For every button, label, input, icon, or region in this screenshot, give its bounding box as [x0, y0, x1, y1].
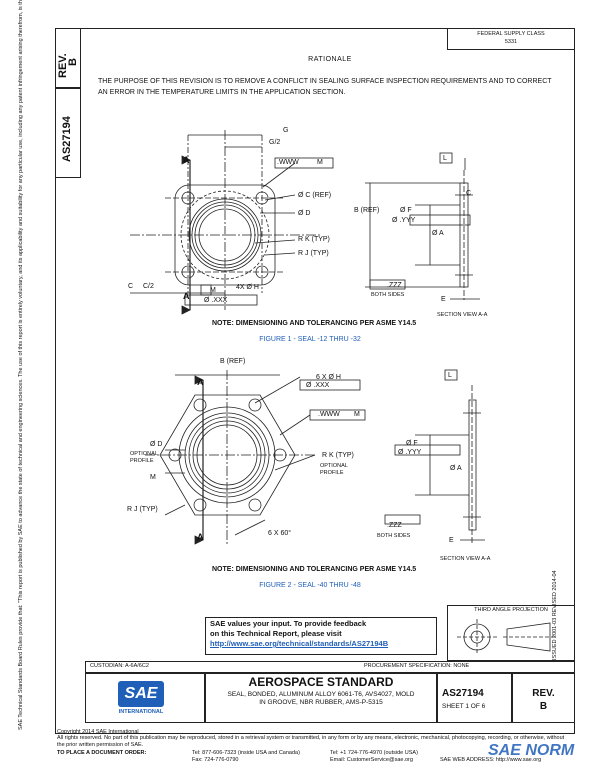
doc-number-box: [55, 88, 81, 178]
fig2-label-rj: R J (TYP): [127, 506, 158, 513]
fig2-label-m-left: M: [150, 474, 156, 481]
side-legal-text: SAE Technical Standards Board Rules prov…: [18, 0, 24, 730]
title-cell: [205, 673, 437, 723]
fig2-label-both-sides: BOTH SIDES: [377, 533, 411, 539]
feedback-box: [205, 617, 437, 655]
standard-title: AEROSPACE STANDARD: [248, 675, 394, 689]
fig2-label-a-bottom: A: [197, 532, 204, 542]
fig1-label-c2: C/2: [143, 283, 154, 290]
sae-logo-cell: [85, 673, 205, 723]
rationale-text: THE PURPOSE OF THIS REVISION IS TO REMOV…: [98, 78, 552, 96]
fig1-note: NOTE: DIMENSIONING AND TOLERANCING PER A…: [212, 320, 417, 327]
figure2-drawing: [145, 369, 485, 545]
fig2-label-deg: 6 X 60°: [268, 530, 292, 537]
projection-symbol-icon: [457, 619, 555, 655]
doc-number-vertical: AS27194: [61, 116, 73, 162]
rev-box: [55, 28, 81, 88]
fig2-label-optional-right: OPTIONAL PROFILE: [320, 463, 348, 476]
copyright: Copyright 2014 SAE International: [57, 729, 139, 735]
email: Email: CustomerService@sae.org: [330, 757, 413, 763]
fig2-label-f: Ø F: [406, 440, 418, 447]
fig2-label-wwl: .WWW: [318, 411, 340, 418]
fig2-label-zzz: .ZZZ: [387, 522, 402, 529]
fig1-label-c-ref: Ø C (REF): [298, 192, 332, 199]
fig1-caption: FIGURE 1 - SEAL -12 THRU -32: [259, 336, 361, 343]
web: SAE WEB ADDRESS: http://www.sae.org: [440, 757, 542, 763]
fig1-label-l: L: [443, 155, 447, 162]
fig2-section-label: SECTION VIEW A-A: [440, 556, 491, 562]
fig2-label-h6: 6 X Ø H: [316, 374, 341, 381]
fig2-label-ea: Ø A: [450, 465, 462, 472]
fig1-label-rj: R J (TYP): [298, 250, 329, 257]
federal-supply-code: 5331: [504, 39, 518, 45]
fig1-label-h4: 4X Ø H: [236, 284, 259, 291]
projection-label: THIRD ANGLE PROJECTION: [474, 607, 548, 613]
doc-number-cell: [437, 673, 512, 723]
rights: All rights reserved. No part of this pub…: [57, 735, 565, 748]
sae-logo: SAE: [118, 681, 164, 707]
figure1-drawing: [130, 130, 480, 315]
fig2-label-optional-left: OPTIONAL PROFILE: [130, 451, 158, 464]
fig1-label-both-sides: BOTH SIDES: [371, 292, 405, 298]
tel: Tel: 877-606-7323 (inside USA and Canada…: [192, 750, 300, 756]
federal-supply-box: [447, 28, 575, 50]
tel2: Tel: +1 724-776-4970 (outside USA): [330, 750, 418, 756]
drawing-frame: [55, 28, 575, 734]
fig1-label-a-top: A: [183, 155, 190, 165]
fax: Fax: 724-776-0790: [192, 757, 239, 763]
custodian: CUSTODIAN: A-6A/6C2: [90, 663, 149, 669]
fig1-label-c: C: [128, 283, 134, 290]
sae-intl: INTERNATIONAL: [118, 709, 164, 715]
fig2-label-rk: R K (TYP): [322, 452, 354, 459]
fig1-label-ea: Ø A: [432, 230, 444, 237]
rationale-title: RATIONALE: [308, 56, 352, 63]
footer-doc-number: AS27194: [442, 688, 484, 699]
fig1-label-f: Ø F: [400, 207, 412, 214]
fig2-label-tol-h: Ø .XXX: [306, 382, 330, 389]
federal-supply-label: FEDERAL SUPPLY CLASS: [477, 31, 545, 37]
custodian-row: [85, 661, 575, 673]
fig2-caption: FIGURE 2 - SEAL -40 THRU -48: [259, 582, 361, 589]
watermark: SAE NORM: [488, 742, 575, 759]
fig2-label-l: L: [448, 372, 452, 379]
fig2-label-tol-f: Ø .YYY: [398, 449, 422, 456]
order-label: TO PLACE A DOCUMENT ORDER:: [57, 750, 147, 756]
fig2-label-m: M: [354, 411, 360, 418]
fig1-label-rk: R K (TYP): [298, 236, 330, 243]
fig1-label-tol-h: Ø .XXX: [204, 297, 228, 304]
fig2-note: NOTE: DIMENSIONING AND TOLERANCING PER A…: [212, 566, 417, 573]
standard-desc: SEAL, BONDED, ALUMINUM ALLOY 6061-T6, AV…: [227, 691, 415, 706]
fig1-label-tol-f: Ø .YYY: [392, 217, 416, 224]
fig1-label-g2: G/2: [269, 139, 281, 146]
feedback-link[interactable]: http://www.sae.org/technical/standards/A…: [210, 639, 389, 648]
fig2-label-b-ref: B (REF): [220, 358, 246, 365]
footer-sheet: SHEET 1 OF 6: [442, 703, 486, 710]
fig1-label-g: G: [283, 127, 289, 134]
footer-rev-cell: [512, 673, 575, 723]
fig1-label-wwl: .WWW: [277, 159, 299, 166]
fig1-label-m: M: [317, 159, 323, 166]
procurement: PROCUREMENT SPECIFICATION: NONE: [364, 663, 470, 669]
fig1-datum-m: M: [210, 287, 216, 294]
feedback-line1: SAE values your input. To provide feedba…: [210, 619, 367, 628]
rev-value: B: [67, 58, 79, 66]
fig2-label-e: E: [449, 537, 454, 544]
fig2-hex-outline: [159, 394, 296, 516]
fig1-label-b-ref: B (REF): [354, 207, 380, 214]
feedback-line2: on this Technical Report, please visit: [210, 629, 342, 638]
footer-rev-label: REV.: [532, 688, 555, 699]
fig1-label-e: E: [441, 296, 446, 303]
fig2-label-a-top: A: [197, 377, 204, 387]
fig1-label-c-side: C: [466, 190, 472, 197]
fig1-label-zzz: .ZZZ: [387, 282, 402, 289]
sae-logo-text: SAE: [124, 685, 158, 702]
footer-rev-value: B: [539, 701, 548, 712]
fig1-label-d: Ø D: [298, 210, 311, 217]
fig1-label-a-bottom: A: [183, 291, 190, 301]
fig1-section-label: SECTION VIEW A-A: [437, 312, 488, 318]
projection-box: [447, 605, 575, 661]
fig2-label-d: Ø D: [150, 441, 163, 448]
